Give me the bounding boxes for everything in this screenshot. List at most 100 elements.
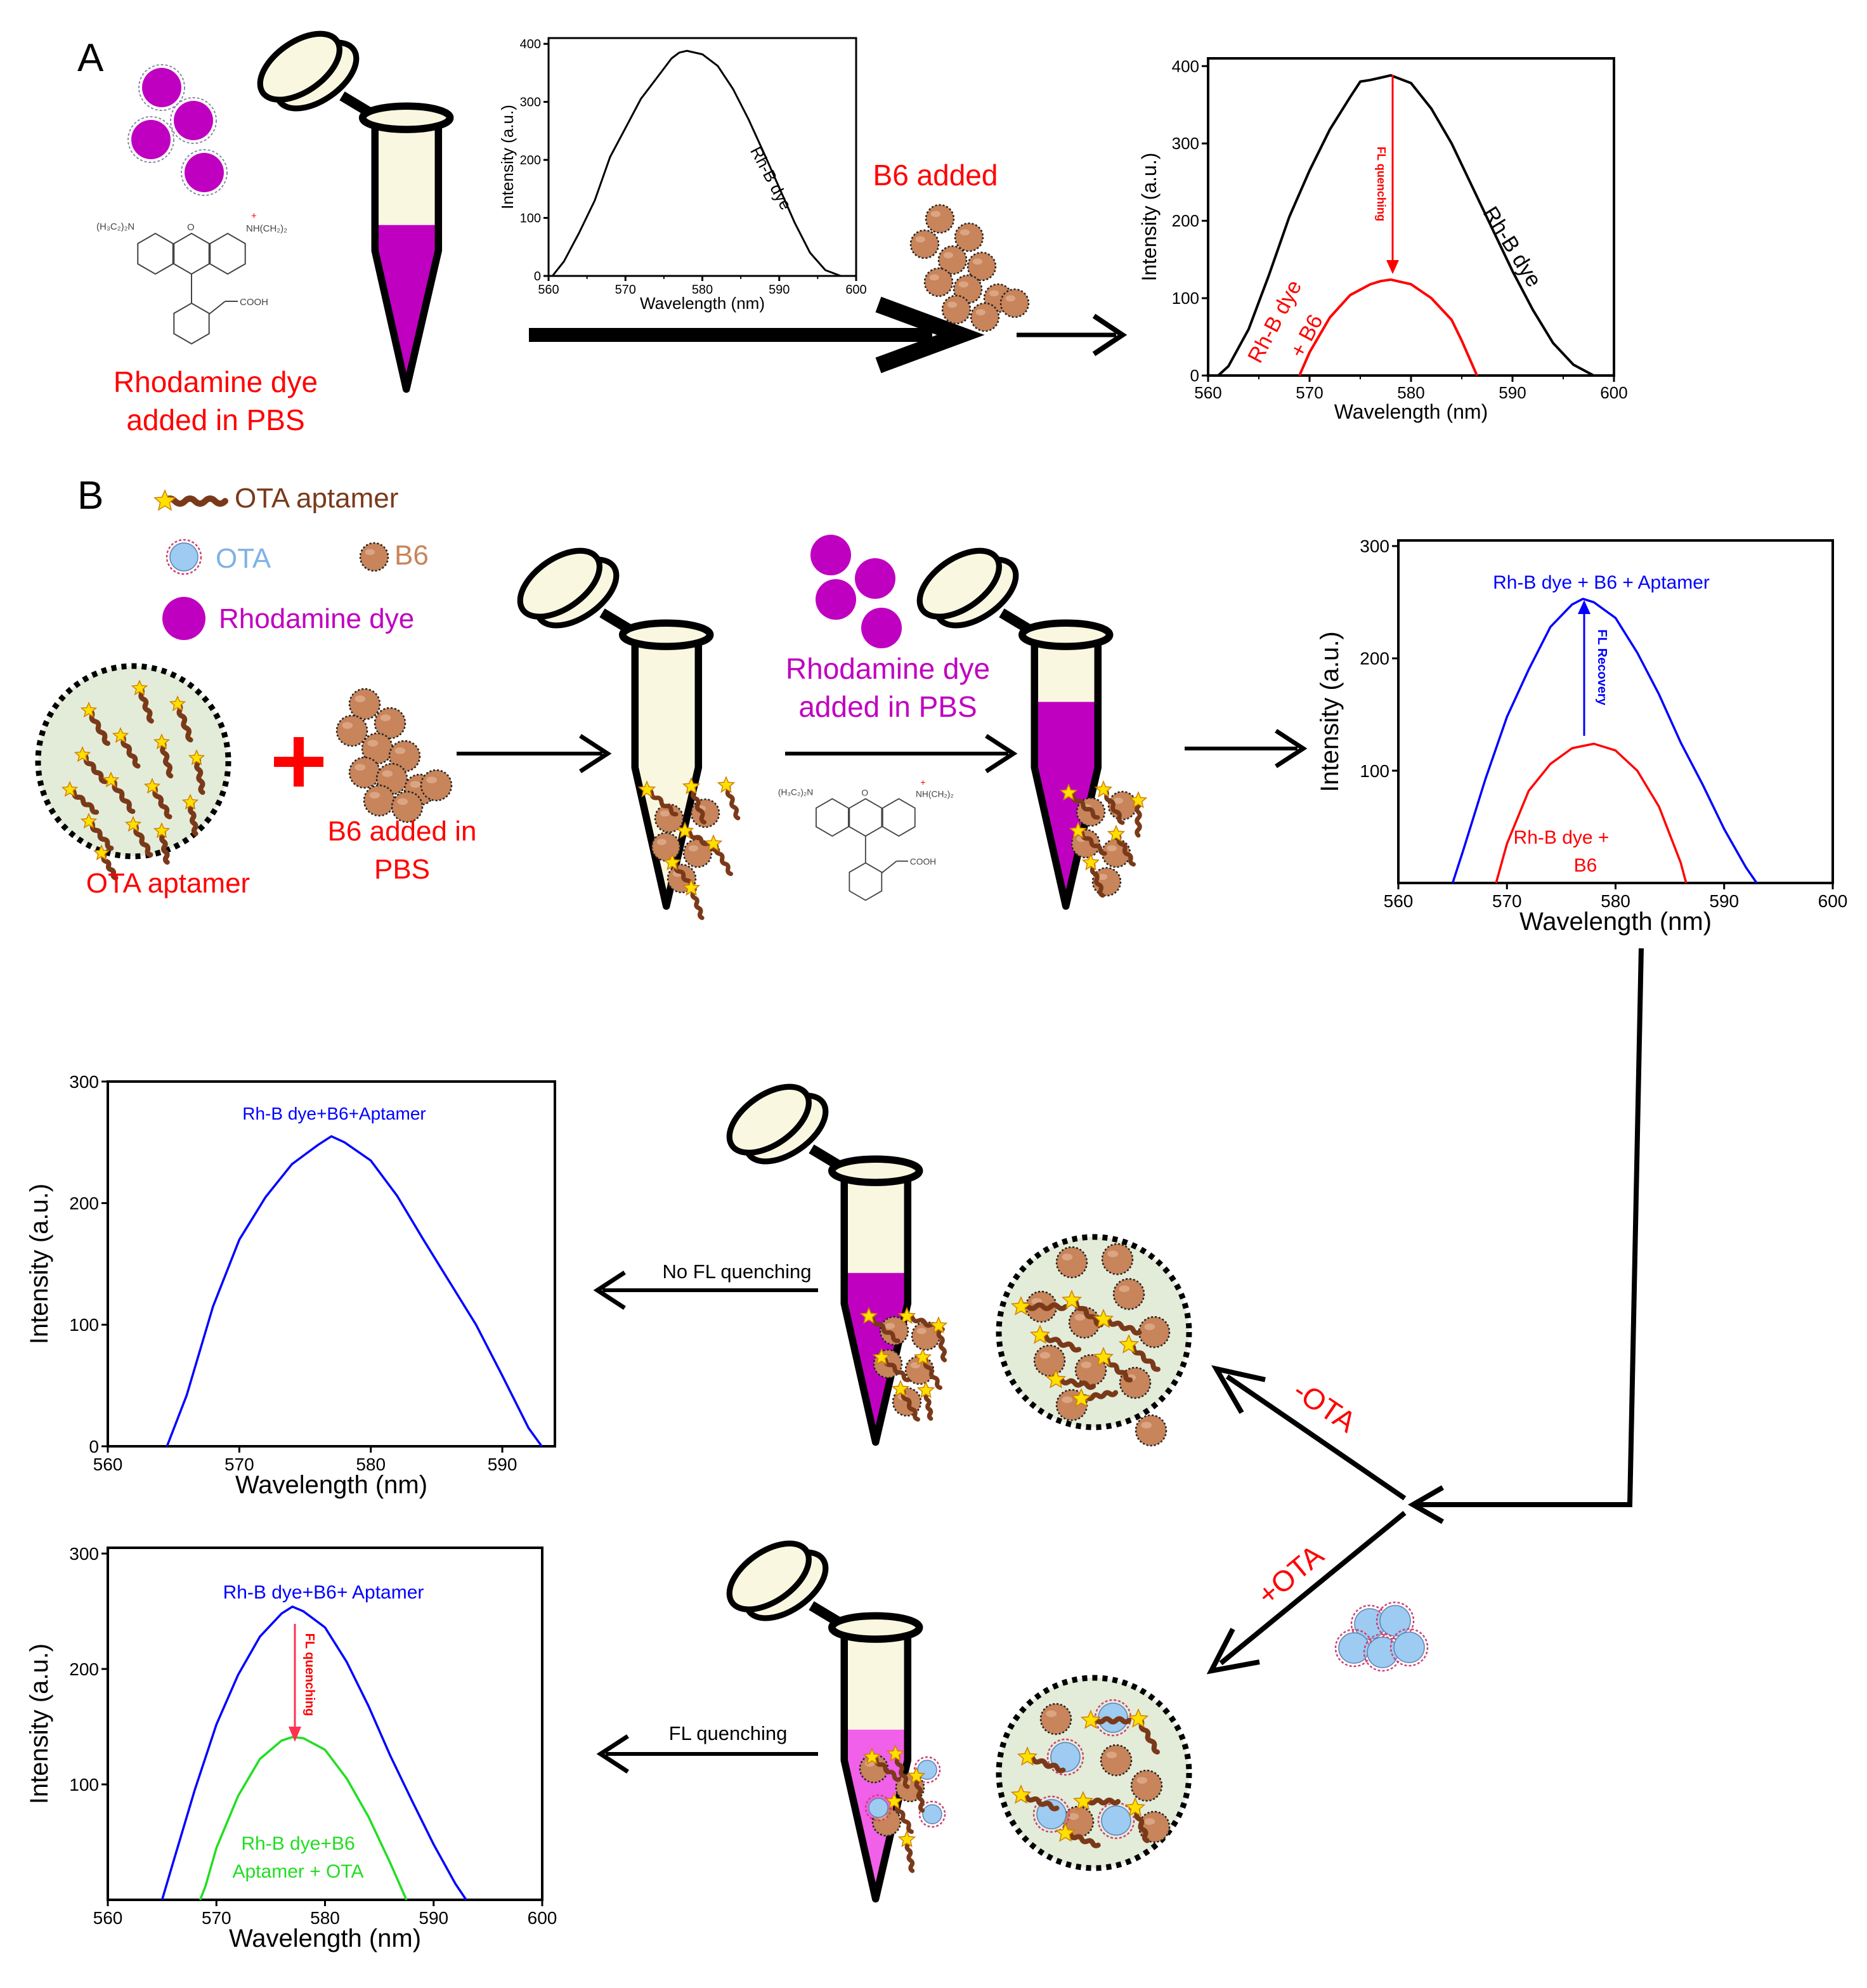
chart-frame <box>547 37 857 277</box>
rhodamine-dye-particle <box>174 101 213 140</box>
chart-frame <box>107 1080 556 1448</box>
ota-aptamer-label: OTA aptamer <box>86 868 250 899</box>
b6-particle <box>1100 1744 1133 1777</box>
star-marker <box>131 679 148 696</box>
legend-ota-icon <box>166 539 202 575</box>
ota-shell <box>1046 1738 1084 1776</box>
dye-shell <box>181 149 228 196</box>
y-tick-label: 100 <box>1360 761 1389 781</box>
x-tick-label: 570 <box>1492 891 1522 911</box>
star-marker <box>862 1748 881 1765</box>
star-marker <box>1061 1290 1083 1309</box>
y-tick-label: 0 <box>1190 366 1199 385</box>
b6-highlight <box>929 274 940 281</box>
y-tick-label: 300 <box>1172 134 1199 153</box>
b6-highlight <box>930 211 941 218</box>
structure-o: O <box>187 222 195 233</box>
b6-highlight <box>410 781 421 788</box>
recovery-arrow-head <box>1578 600 1591 614</box>
legend-b6-label: B6 <box>394 540 429 571</box>
x-tick-label: 590 <box>769 283 790 297</box>
complex-with-ota <box>996 1675 1192 1871</box>
star-marker <box>1017 1746 1038 1766</box>
y-tick-label: 200 <box>69 1659 99 1679</box>
x-axis-label: Wavelength (nm) <box>1334 400 1488 423</box>
b6-highlight <box>1136 1777 1148 1784</box>
aptamer-strand <box>936 1323 947 1363</box>
aptamer-strand <box>188 800 198 837</box>
star-marker <box>1055 1822 1076 1842</box>
y-tick-label: 0 <box>534 270 541 284</box>
ota-particle <box>868 1798 888 1818</box>
x-tick-label: 570 <box>615 283 636 297</box>
b6-highlight <box>369 792 381 799</box>
b6-particle <box>970 302 1000 332</box>
y-tick-label: 100 <box>69 1315 99 1335</box>
benzene-ring <box>881 798 916 837</box>
x-tick-label: 560 <box>93 1455 123 1474</box>
structure-right-amine: NH(CH₂)₂ <box>916 789 954 799</box>
complex-no-ota <box>996 1234 1192 1447</box>
ota-shell <box>913 1756 941 1784</box>
b6-highlight <box>958 281 969 288</box>
b6-particle <box>335 714 368 747</box>
aptamer-strand <box>1101 1316 1142 1336</box>
tube-cap-outer <box>257 30 342 103</box>
tube-no-ota <box>726 1083 948 1446</box>
tube-contents <box>637 776 741 920</box>
structure-left-amine: (H₃C₂)₂N <box>778 788 813 797</box>
star-marker <box>916 1381 935 1399</box>
tube-rim <box>828 1155 923 1186</box>
b6-particle <box>348 688 381 721</box>
star-marker <box>897 1830 916 1848</box>
x-tick-label: 590 <box>1499 383 1526 402</box>
y-axis-label: Intensity (a.u.) <box>1316 631 1344 792</box>
x-tick-label: 580 <box>1397 383 1424 402</box>
y-tick-label: 200 <box>1172 211 1199 230</box>
ota-particle <box>1393 1632 1425 1663</box>
ota-shell <box>864 1794 892 1822</box>
annotation-red-line1: Rh-B dye + <box>1514 827 1610 848</box>
star-marker <box>663 853 682 871</box>
b6-highlight <box>1062 1253 1073 1260</box>
b6-highlight <box>1046 1710 1057 1717</box>
star-marker <box>872 1348 891 1366</box>
b6-particle <box>925 204 955 234</box>
tube-contents <box>859 1307 948 1422</box>
y-tick-label: 100 <box>520 212 541 226</box>
star-marker <box>897 1307 916 1324</box>
x-tick-label: 560 <box>1194 383 1221 402</box>
annotation-fl-quenching: FL quenching <box>1375 147 1388 221</box>
b6-highlight <box>1074 1314 1086 1321</box>
rhodamine-dye-particles <box>127 64 228 196</box>
tube-cap-outer <box>726 1083 812 1156</box>
ota-aptamer-solution <box>35 663 231 880</box>
tube-interior <box>635 636 699 906</box>
x-axis-label: Wavelength (nm) <box>1519 908 1712 936</box>
bond <box>881 860 897 873</box>
x-axis-label: Wavelength (nm) <box>235 1471 427 1499</box>
x-tick-label: 580 <box>692 283 713 297</box>
b6-highlight <box>960 229 970 236</box>
star-marker <box>704 834 723 852</box>
b6-highlight <box>1107 845 1117 852</box>
tube-body <box>916 547 1114 910</box>
aptamer-strand <box>194 755 205 795</box>
series-line <box>551 49 842 277</box>
aptamer-strand <box>1038 1332 1082 1353</box>
star-marker <box>80 813 98 829</box>
star-marker <box>1093 1347 1114 1366</box>
dye-shell <box>138 64 185 111</box>
connector-line <box>1407 948 1644 1524</box>
b6-highlight <box>355 764 366 771</box>
annotation-green-line1: Rh-B dye+B6 <box>241 1833 355 1854</box>
big-arrow-a <box>529 296 985 374</box>
tube-rim <box>618 619 714 650</box>
ota-particle <box>1050 1742 1081 1772</box>
panel-label-b: B <box>77 474 103 518</box>
y-tick-label: 200 <box>1360 649 1389 669</box>
b6-highlight <box>1106 1751 1117 1758</box>
